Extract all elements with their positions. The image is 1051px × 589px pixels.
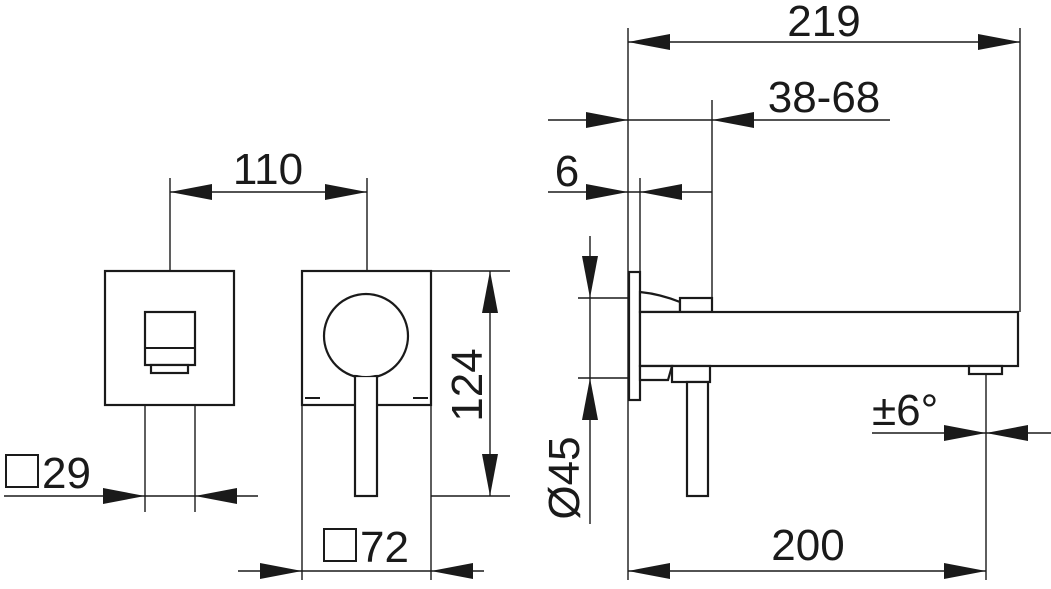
- label-29: 29: [42, 449, 91, 498]
- side-view: [627, 270, 1020, 498]
- label-219: 219: [787, 0, 860, 46]
- label-200: 200: [771, 521, 844, 570]
- label-45: Ø45: [540, 436, 589, 519]
- spout-body: [638, 310, 1020, 368]
- label-38-68: 38-68: [768, 73, 881, 122]
- rosette: [627, 270, 642, 402]
- spout-outlet: [143, 310, 197, 367]
- spout-front-view: [103, 269, 236, 407]
- label-swivel: ±6°: [872, 386, 938, 435]
- lever-base: [638, 364, 674, 382]
- spout-neck: [638, 290, 682, 314]
- label-110: 110: [233, 145, 303, 194]
- label-72: 72: [360, 523, 409, 572]
- mixer-front-view: [300, 269, 433, 498]
- arrowheads: [103, 34, 1028, 579]
- side-lever: [685, 380, 710, 498]
- square-symbol-72: [323, 528, 357, 562]
- handle-lever: [353, 374, 379, 498]
- lever-hub: [670, 364, 712, 384]
- side-aerator: [967, 364, 1004, 376]
- spout-coupling: [678, 296, 714, 314]
- label-124: 124: [443, 348, 492, 421]
- square-symbol-29: [5, 454, 39, 488]
- aerator: [149, 363, 190, 375]
- label-6: 6: [555, 147, 579, 196]
